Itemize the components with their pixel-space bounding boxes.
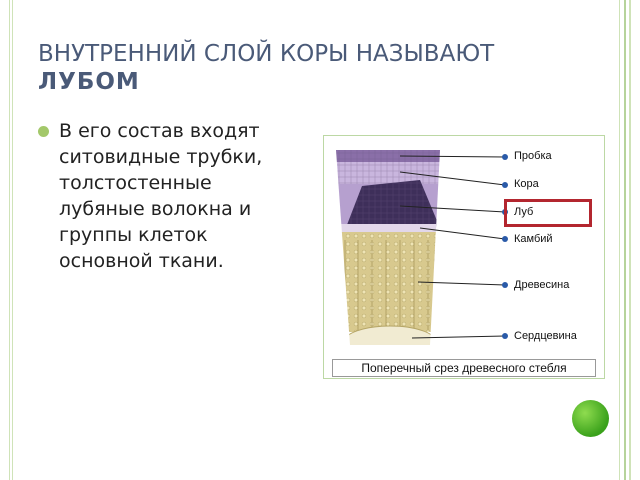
label-phloem: Луб (514, 206, 534, 218)
frame-left-decoration (9, 0, 13, 480)
label-pith: Сердцевина (514, 330, 577, 342)
figure-caption: Поперечный срез древесного стебля (332, 359, 596, 377)
bullet-dot-icon (38, 126, 49, 137)
label-wood: Древесина (514, 279, 570, 291)
slide-title: ВНУТРЕННИЙ СЛОЙ КОРЫ НАЗЫВАЮТ ЛУБОМ (38, 40, 598, 96)
frame-right-decoration (619, 0, 631, 480)
green-circle-decoration (572, 400, 609, 437)
slide-title-line1: ВНУТРЕННИЙ СЛОЙ КОРЫ НАЗЫВАЮТ (38, 41, 495, 67)
label-cortex: Кора (514, 178, 539, 190)
bullet-text: В его состав входят ситовидные трубки, т… (59, 120, 263, 272)
label-cork: Пробка (514, 150, 552, 162)
phloem-highlight-box (504, 199, 592, 227)
bullet-list: В его состав входят ситовидные трубки, т… (38, 118, 298, 274)
label-cambium: Камбий (514, 233, 553, 245)
slide-title-line2: ЛУБОМ (38, 69, 140, 95)
